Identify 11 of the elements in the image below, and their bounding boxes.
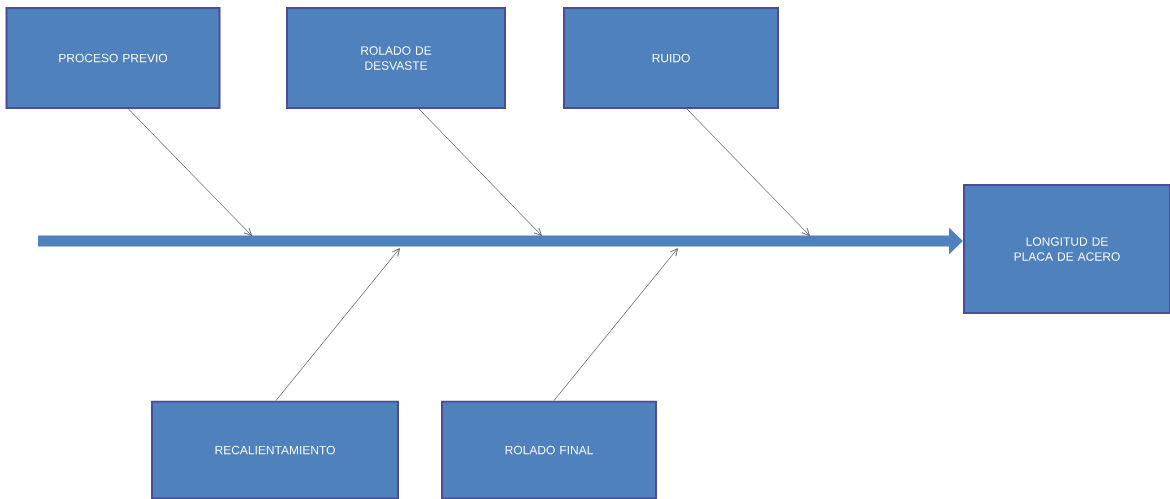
cause-box: RECALIENTAMIENTO — [151, 400, 399, 499]
cause-box: ROLADO FINAL — [441, 400, 657, 499]
arrow — [275, 248, 400, 401]
arrow — [686, 108, 810, 236]
arrow — [128, 108, 252, 236]
arrow — [553, 248, 678, 401]
cause-box: RUIDO — [563, 7, 779, 109]
cause-box: ROLADO DE DESVASTE — [286, 7, 506, 109]
arrow — [418, 108, 542, 236]
cause-box: PROCESO PREVIO — [5, 7, 221, 109]
cause-box: LONGITUD DE PLACA DE ACERO — [963, 184, 1170, 314]
